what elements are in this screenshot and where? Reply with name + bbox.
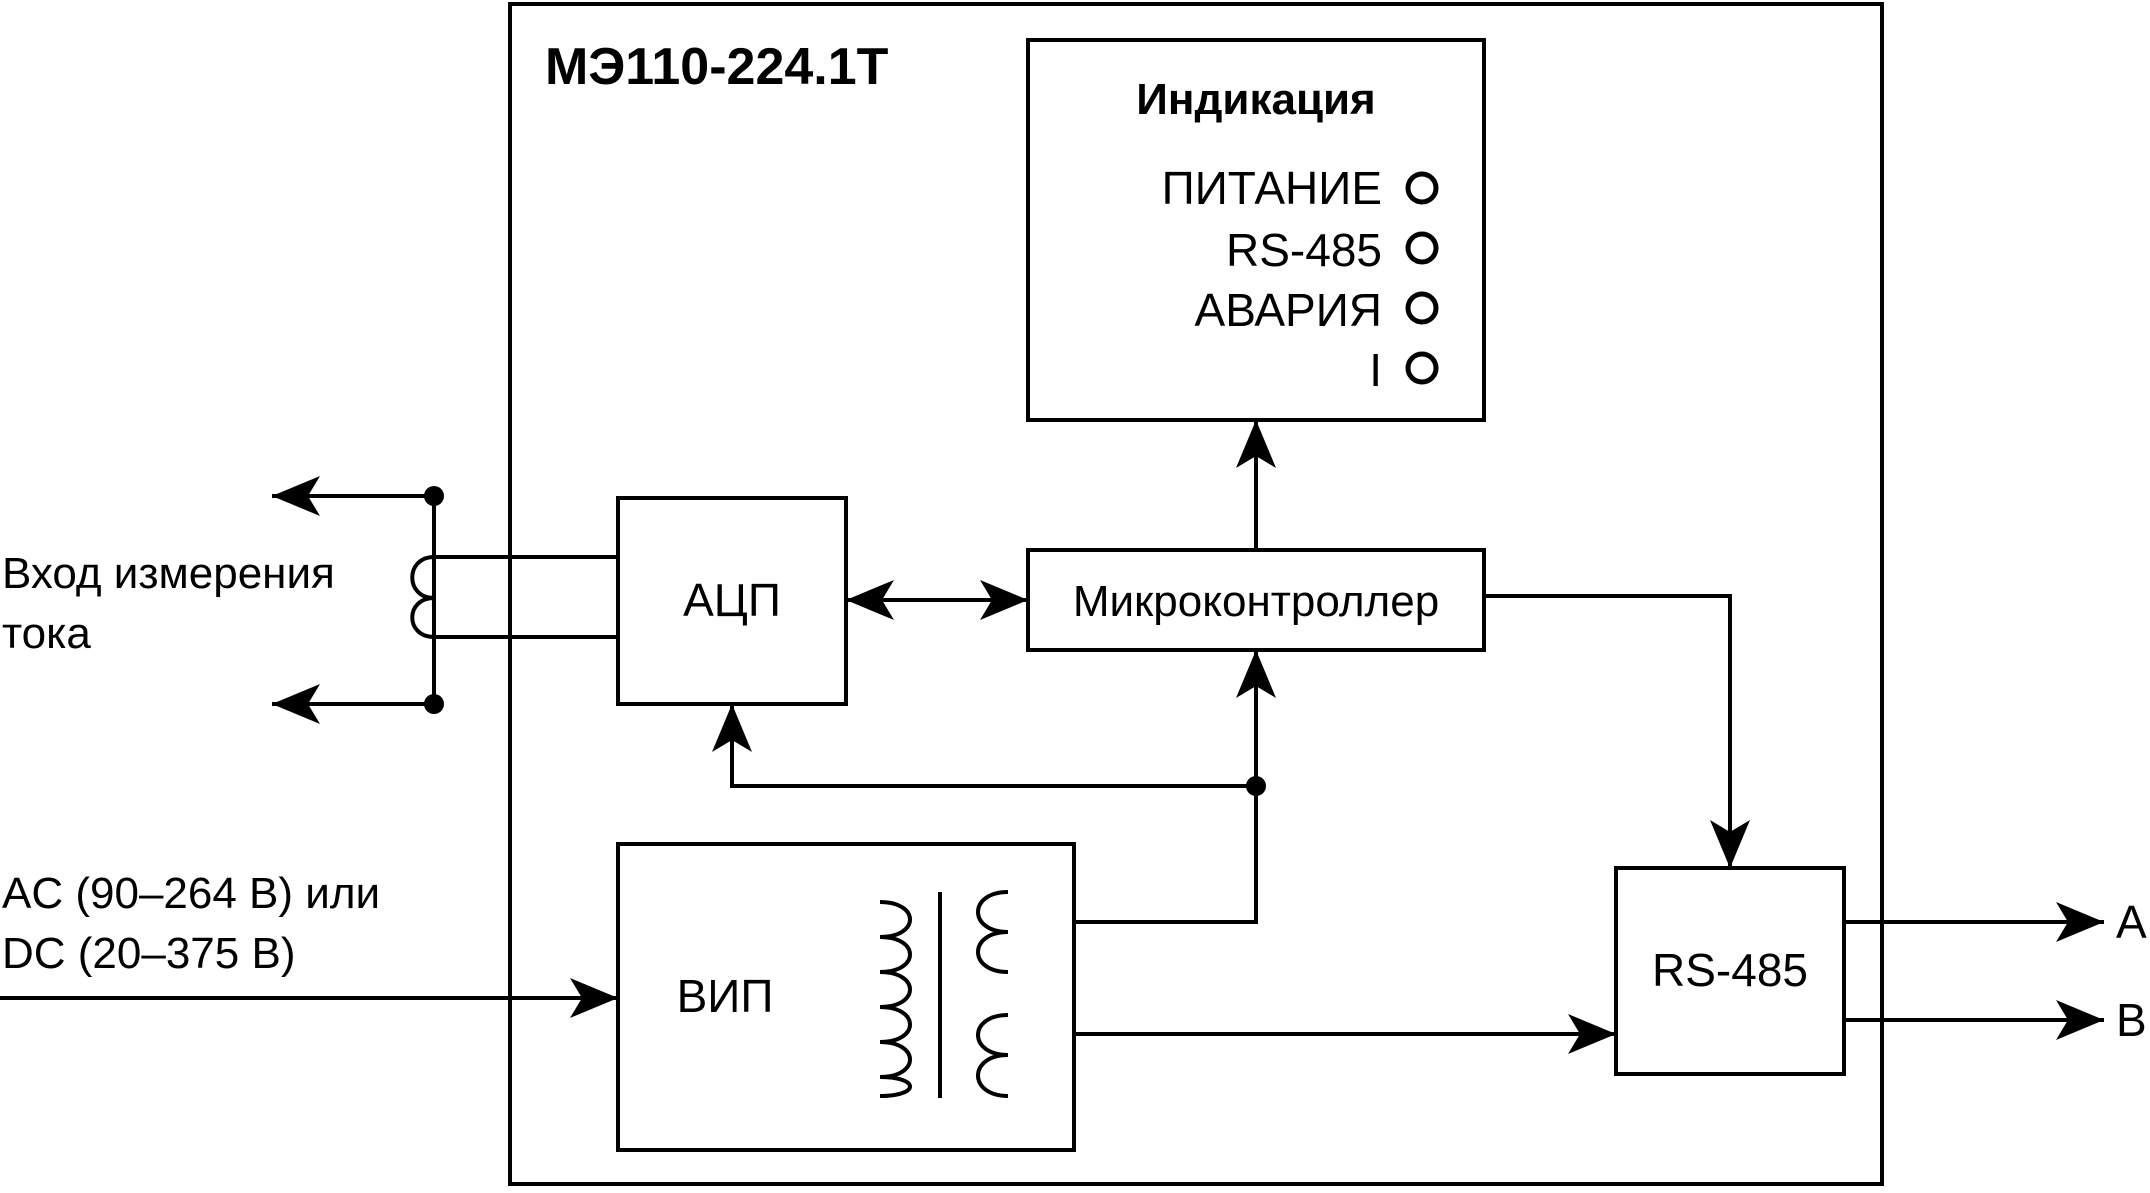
- led-power-icon: [1405, 171, 1439, 205]
- rs485-label: RS-485: [1652, 944, 1808, 996]
- led-rs485-icon: [1405, 231, 1439, 265]
- transformer-icon: [879, 890, 1009, 1098]
- current-input-label-line1: Вход измерения: [2, 549, 335, 598]
- psu-power-line: [1074, 786, 1258, 924]
- mcu-rs485-arrow: [1484, 594, 1750, 868]
- mcu-label: Микроконтроллер: [1073, 577, 1439, 626]
- current-input-wiring: [272, 476, 618, 724]
- output-b-label: B: [2116, 994, 2147, 1046]
- indication-title: Индикация: [1136, 75, 1375, 124]
- adc-label: АЦП: [683, 574, 781, 626]
- output-a-label: A: [2116, 896, 2147, 948]
- power-input-label-line2: DC (20–375 В): [2, 929, 295, 978]
- power-junction-dot: [1246, 776, 1266, 796]
- led-alarm-icon: [1405, 291, 1439, 325]
- device-title: МЭ110-224.1Т: [545, 38, 889, 96]
- led-label-alarm: АВАРИЯ: [1195, 284, 1382, 336]
- psu-block: [616, 842, 1076, 1152]
- power-to-adc-arrow: [712, 704, 1256, 788]
- rs485-block: [1614, 866, 1846, 1076]
- adc-block: [616, 496, 848, 706]
- indication-block: [1026, 38, 1486, 422]
- led-current-icon: [1405, 351, 1439, 385]
- psu-label: ВИП: [677, 970, 774, 1022]
- mcu-block: [1026, 548, 1486, 652]
- led-label-rs485: RS-485: [1226, 224, 1382, 276]
- current-input-label-line2: тока: [2, 609, 91, 658]
- led-label-current: I: [1369, 344, 1382, 396]
- led-label-power: ПИТАНИЕ: [1162, 162, 1382, 214]
- power-input-label-line1: AC (90–264 В) или: [2, 869, 380, 918]
